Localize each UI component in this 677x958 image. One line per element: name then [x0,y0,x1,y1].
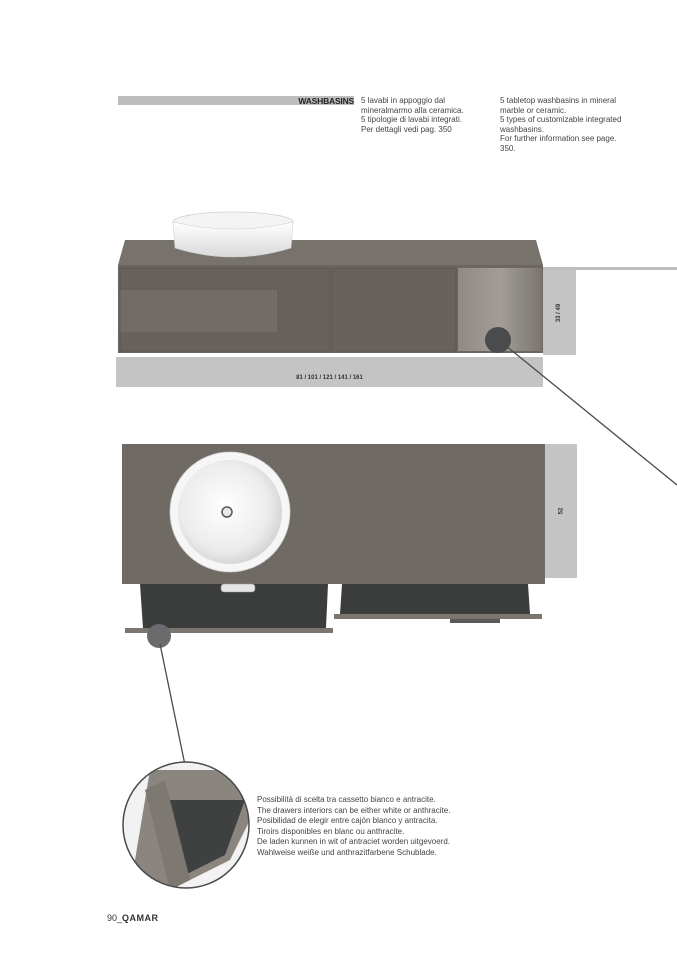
callout-line-front [504,344,677,486]
width-dimension-band [116,357,543,387]
description-english: 5 tabletop washbasins in mineral marble … [500,96,622,153]
callout-dot-drawer [147,624,171,648]
drain-icon [221,506,233,518]
tabletop-washbasin [172,221,294,258]
page-footer: 90_QAMAR [107,913,159,923]
drawer-interior-note: Possibilità di scelta tra cassetto bianc… [257,795,451,857]
description-italian: 5 lavabi in appoggio dal mineralmarmo al… [361,96,464,134]
header-rule [118,96,354,105]
drawer-foot [450,619,500,623]
drawer-panel [119,288,279,334]
zoom-circle-border [122,761,250,889]
depth-dimension-band [545,444,577,578]
open-drawer-left [140,584,328,628]
height-dimensions-label-wrap: 33 / 49 [543,270,576,355]
depth-dimension-label: 52 [558,507,564,515]
width-dimensions-label: 81 / 101 / 121 / 141 / 161 [296,375,363,381]
drawer-front-middle [331,267,457,352]
section-label: WASHBASINS [298,96,354,106]
drawer-front-edge-left [125,628,333,633]
height-dimension-band [543,270,576,355]
brand-name: QAMAR [122,913,159,923]
callout-line-drawer [159,643,186,766]
reference-line [543,267,677,270]
drawer-handle-cutout [220,583,256,593]
height-dimensions-label: 33 / 49 [556,303,563,322]
open-drawer-right [340,584,530,614]
depth-dimension-label-wrap: 52 [545,444,577,578]
callout-dot-front [485,327,511,353]
drawer-detail-zoom [123,762,249,888]
drawer-front-edge-right [334,614,542,619]
page-number: 90 [107,913,118,923]
